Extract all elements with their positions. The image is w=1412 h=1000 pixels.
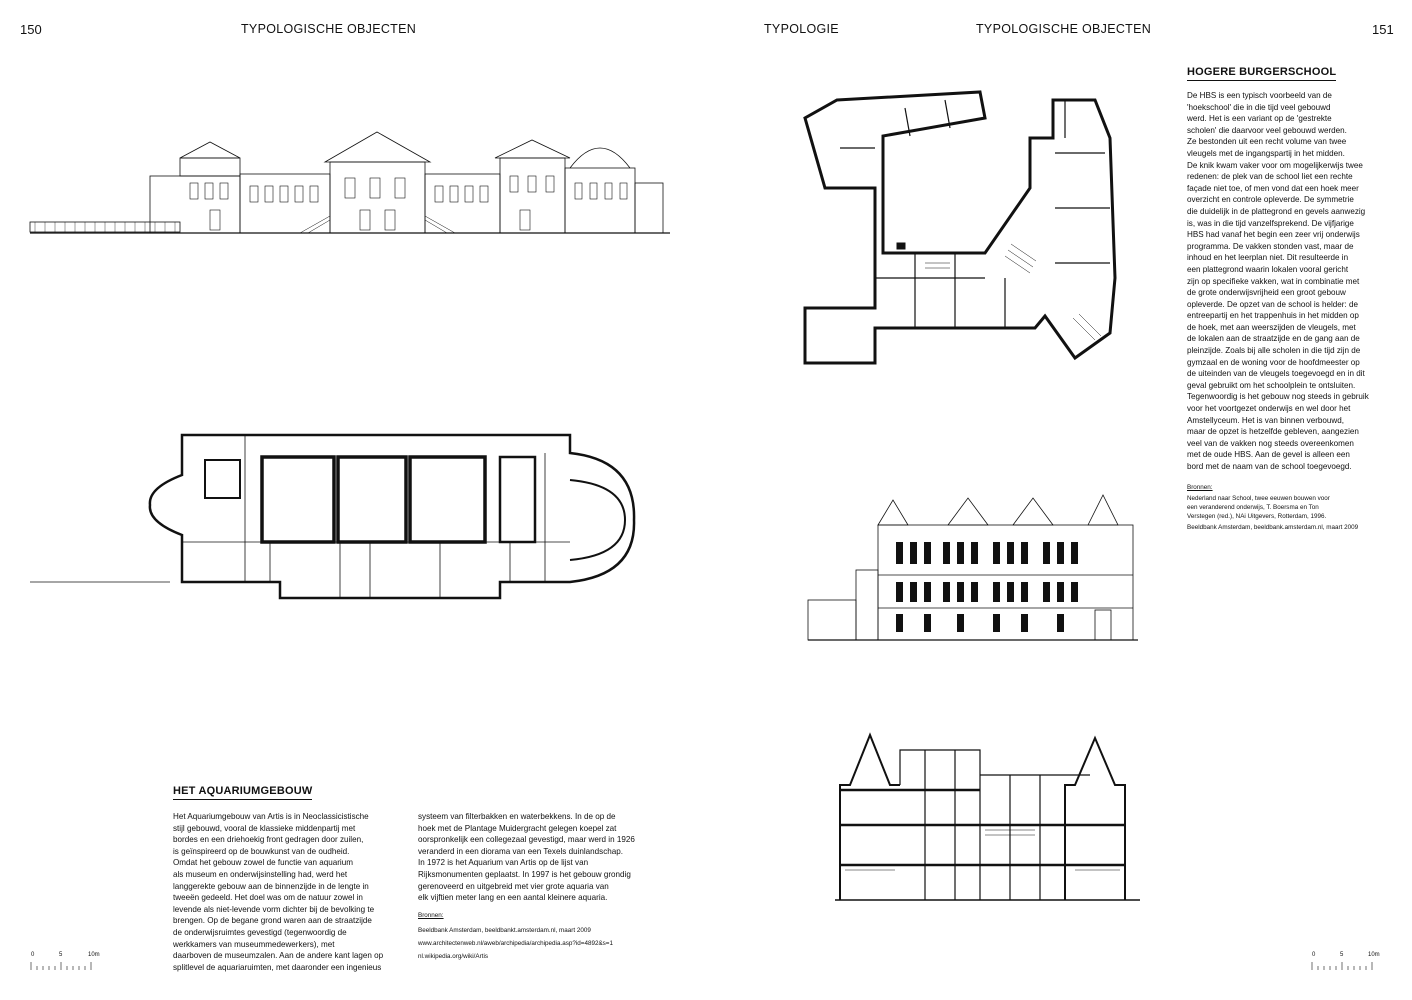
page-number-left: 150 — [20, 22, 42, 37]
scale-label-left-0: 0 — [31, 952, 35, 958]
page-number-right: 151 — [1372, 22, 1394, 37]
scale-label-left-10: 10m — [88, 952, 100, 958]
scale-label-right-5: 5 — [1340, 952, 1344, 958]
aquarium-text-column-1: Het Aquariumgebouw van Artis is in Neocl… — [173, 812, 384, 972]
running-head-left: TYPOLOGISCHE OBJECTEN — [241, 22, 417, 36]
scale-label-right-0: 0 — [1312, 952, 1316, 958]
hbs-source-1: Nederland naar School, twee eeuwen bouwe… — [1187, 495, 1330, 520]
hbs-section-drawing — [835, 732, 1140, 901]
aquarium-sources-label: Bronnen: — [418, 912, 444, 919]
aquarium-source-1: Beeldbank Amsterdam, beeldbankt.amsterda… — [418, 927, 591, 934]
section-heading-aquarium: HET AQUARIUMGEBOUW — [173, 785, 313, 800]
hbs-floor-plan — [803, 90, 1117, 365]
aquarium-source-3: nl.wikipedia.org/wiki/Artis — [418, 953, 488, 960]
hbs-source-2: Beeldbank Amsterdam, beeldbank.amsterdam… — [1187, 524, 1359, 531]
section-heading-hbs: HOGERE BURGERSCHOOL — [1187, 66, 1337, 81]
aquarium-text-column-2: systeem van filterbakken en waterbekkens… — [418, 812, 635, 903]
aquarium-elevation-drawing — [29, 131, 670, 234]
aquarium-source-2: www.architectenweb.nl/aweb/archipedia/ar… — [418, 940, 613, 947]
running-head-right: TYPOLOGISCHE OBJECTEN — [976, 22, 1152, 36]
aquarium-floor-plan — [30, 433, 636, 600]
hbs-sources-label: Bronnen: — [1187, 484, 1213, 491]
running-head-right-typologie: TYPOLOGIE — [764, 22, 839, 36]
scale-bar-left — [30, 962, 92, 970]
scale-label-right-10: 10m — [1368, 952, 1380, 958]
scale-bar-right — [1311, 962, 1373, 970]
hbs-text-body: De HBS is een typisch voorbeeld van de '… — [1187, 91, 1369, 471]
scale-label-left-5: 5 — [59, 952, 63, 958]
hbs-elevation-drawing — [807, 494, 1138, 641]
